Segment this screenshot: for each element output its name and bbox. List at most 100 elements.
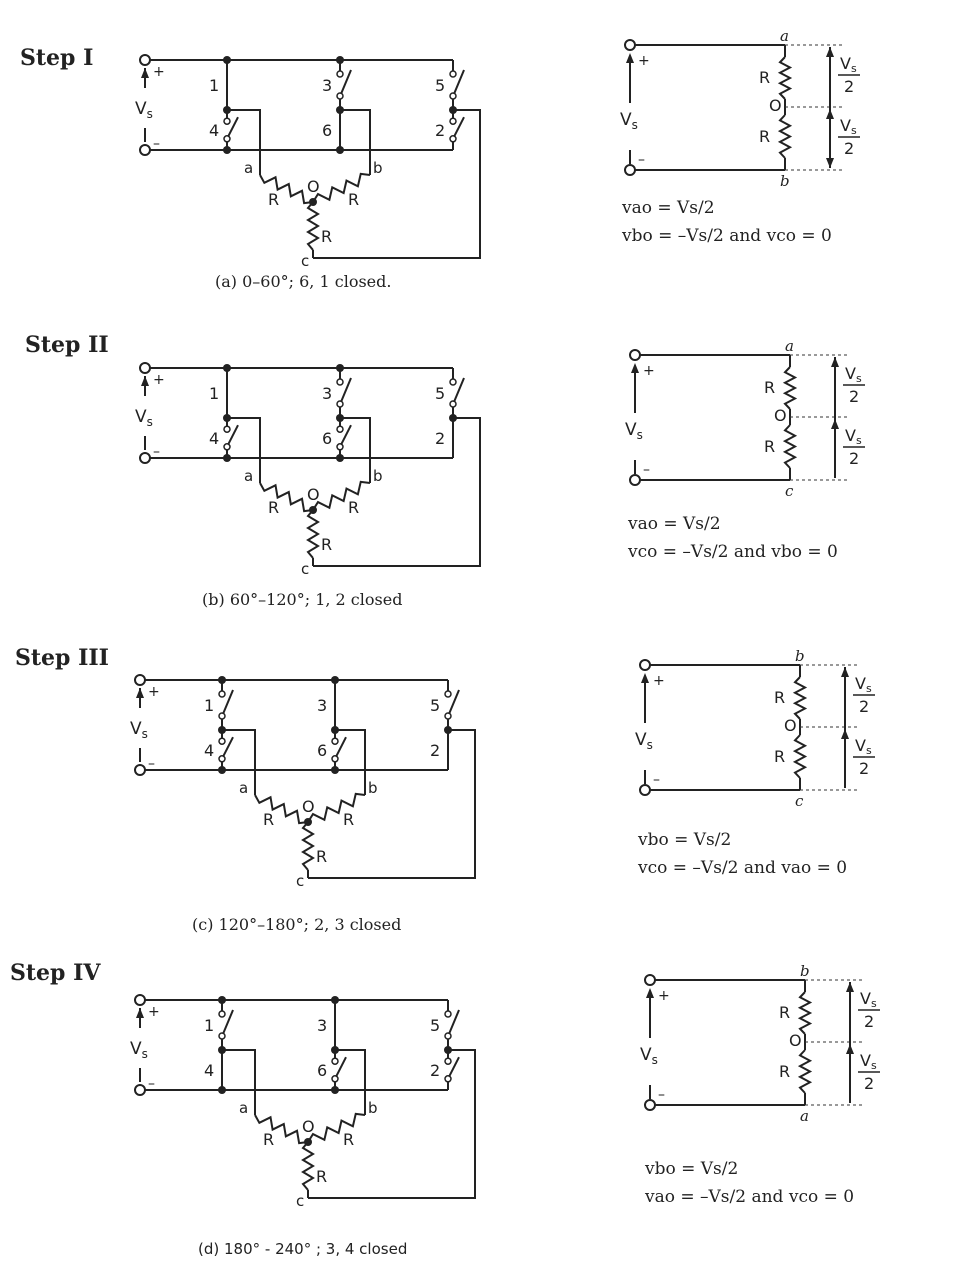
resistor-icon (777, 114, 793, 159)
step-2-equation-2: vco = –Vs/2 and vbo = 0 (628, 542, 838, 562)
phase-a-wire (222, 1049, 256, 1115)
open-switch-icon: 5 (430, 680, 460, 730)
node-a-label: a (239, 779, 248, 797)
step-1-title: Step I (20, 45, 94, 71)
open-switch-icon: 2 (435, 110, 465, 150)
bottom-node-label: c (785, 482, 794, 500)
terminal-icon (139, 452, 151, 464)
resistor-icon (306, 201, 320, 251)
terminal-icon (624, 164, 636, 176)
terminal-icon (639, 659, 651, 671)
source-voltage-label: Vs (620, 110, 638, 132)
resistor-icon (301, 1141, 315, 1191)
junction-dot (304, 818, 312, 826)
open-switch-icon: 5 (435, 60, 465, 110)
arrow-up-icon (641, 673, 649, 683)
open-switch-icon: 2 (430, 1050, 460, 1090)
step-3-title: Step III (15, 645, 109, 671)
source-voltage-label: Vs (130, 719, 148, 741)
resistor-label: R (343, 810, 354, 829)
bottom-node-label: c (795, 792, 804, 810)
top-node-label: b (800, 962, 810, 980)
open-switch-icon: 1 (204, 1000, 234, 1050)
arrow-up-icon (826, 109, 834, 119)
node-b-label: b (373, 159, 383, 177)
arrow-up-icon (646, 988, 654, 998)
mid-node-label: O (784, 716, 797, 735)
terminal-icon (644, 1099, 656, 1111)
phase-b-wire (340, 109, 371, 175)
neutral-o-label: O (307, 177, 320, 196)
half-voltage-denominator: 2 (864, 1012, 874, 1031)
step-3-equations: vbo = Vs/2 vco = –Vs/2 and vao = 0 (638, 826, 847, 882)
mid-node-label: O (774, 406, 787, 425)
step-1-equation-1: vao = Vs/2 (622, 198, 715, 218)
source-voltage-label: Vs (130, 1039, 148, 1061)
terminal-icon (139, 144, 151, 156)
node-a-label: a (239, 1099, 248, 1117)
node-c-label: c (296, 1192, 304, 1210)
resistor-label: R (268, 190, 279, 209)
closed-switch-icon: 3 (317, 680, 336, 730)
resistor-icon (307, 792, 366, 823)
minus-sign: – (653, 772, 660, 788)
switch-label: 3 (322, 76, 332, 95)
bottom-node-label: b (780, 172, 790, 190)
half-voltage-label: Vs (845, 426, 862, 447)
step-1-equations: vao = Vs/2 vbo = –Vs/2 and vco = 0 (622, 194, 832, 250)
phase-a-wire (227, 109, 261, 175)
resistor-label: R (263, 810, 274, 829)
half-voltage-label: Vs (845, 364, 862, 385)
terminal-icon (134, 764, 146, 776)
switch-label: 3 (317, 1016, 327, 1035)
terminal-icon (139, 362, 151, 374)
plus-sign: + (638, 53, 650, 69)
plus-sign: + (658, 988, 670, 1004)
node-c-label: c (301, 560, 309, 578)
resistor-icon (307, 1112, 366, 1143)
open-switch-icon: 6 (317, 1050, 347, 1090)
terminal-icon (639, 784, 651, 796)
open-switch-icon: 5 (430, 1000, 460, 1050)
terminal-icon (629, 474, 641, 486)
resistor-label: R (759, 68, 770, 87)
switch-label: 2 (435, 429, 445, 448)
resistor-label: R (321, 535, 332, 554)
resistor-label: R (268, 498, 279, 517)
resistor-label: R (316, 847, 327, 866)
switch-label: 4 (204, 1061, 214, 1080)
plus-sign: + (653, 673, 665, 689)
resistor-icon (254, 1114, 309, 1145)
terminal-icon (624, 39, 636, 51)
top-node-label: b (795, 647, 805, 665)
step-3-equation-1: vbo = Vs/2 (638, 830, 732, 850)
plus-sign: + (148, 1004, 160, 1020)
terminal-icon (134, 1084, 146, 1096)
resistor-icon (777, 56, 793, 100)
resistor-label: R (764, 378, 775, 397)
resistor-icon (259, 174, 314, 205)
step-4-equations: vbo = Vs/2 vao = –Vs/2 and vco = 0 (645, 1155, 854, 1211)
half-voltage-denominator: 2 (849, 387, 859, 406)
phase-a-wire (227, 417, 261, 483)
resistor-label: R (779, 1062, 790, 1081)
step-3-equation-2: vco = –Vs/2 and vao = 0 (638, 858, 848, 878)
resistor-label: R (343, 1130, 354, 1149)
step-4-title: Step IV (10, 960, 101, 986)
switch-label: 2 (430, 741, 440, 760)
half-voltage-denominator: 2 (844, 77, 854, 96)
step-4-equation-2: vao = –Vs/2 and vco = 0 (645, 1187, 855, 1207)
arrow-up-icon (841, 667, 849, 677)
half-voltage-label: Vs (840, 54, 857, 75)
terminal-icon (644, 974, 656, 986)
switch-label: 4 (209, 429, 219, 448)
open-switch-icon: 6 (317, 730, 347, 770)
switch-label: 5 (435, 76, 445, 95)
plus-sign: + (148, 684, 160, 700)
half-voltage-label: Vs (840, 116, 857, 137)
switch-label: 1 (209, 384, 219, 403)
arrow-up-icon (841, 729, 849, 739)
